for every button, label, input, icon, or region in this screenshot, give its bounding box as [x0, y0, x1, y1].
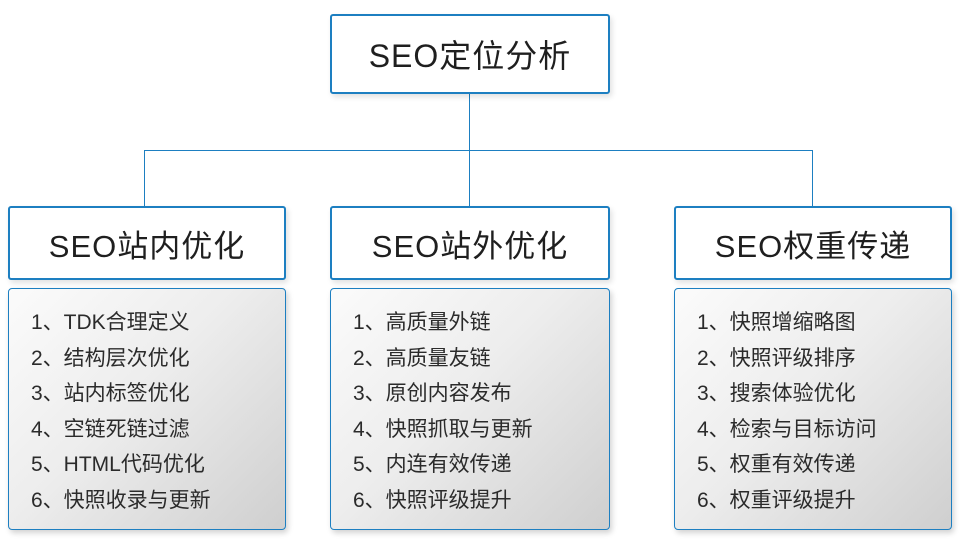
connector-horizontal	[144, 150, 813, 151]
column-weight-title: SEO权重传递	[714, 228, 912, 264]
list-item: 4、检索与目标访问	[697, 417, 877, 441]
list-item: 5、HTML代码优化	[31, 453, 205, 476]
column-offsite-list: 1、高质量外链 2、高质量友链 3、原创内容发布 4、快照抓取与更新 5、内连有…	[330, 288, 610, 530]
list-item: 4、快照抓取与更新	[353, 417, 533, 441]
list-item: 2、结构层次优化	[31, 346, 190, 370]
column-onsite-title: SEO站内优化	[48, 228, 246, 264]
list-item: 5、权重有效传递	[697, 453, 856, 476]
list-item: 6、快照评级提升	[353, 488, 512, 512]
column-offsite-header: SEO站外优化	[330, 206, 610, 280]
list-item: 1、高质量外链	[353, 311, 491, 334]
connector-right-vertical	[812, 150, 813, 206]
root-node-title: SEO定位分析	[368, 38, 572, 74]
column-weight-list: 1、快照增缩略图 2、快照评级排序 3、搜索体验优化 4、检索与目标访问 5、权…	[674, 288, 952, 530]
column-weight-items: 1、快照增缩略图 2、快照评级排序 3、搜索体验优化 4、检索与目标访问 5、权…	[697, 305, 941, 518]
list-item: 6、权重评级提升	[697, 488, 856, 512]
column-onsite-items: 1、TDK合理定义 2、结构层次优化 3、站内标签优化 4、空链死链过滤 5、H…	[31, 305, 275, 518]
column-onsite-list: 1、TDK合理定义 2、结构层次优化 3、站内标签优化 4、空链死链过滤 5、H…	[8, 288, 286, 530]
list-item: 5、内连有效传递	[353, 453, 512, 476]
list-item: 3、站内标签优化	[31, 382, 190, 405]
connector-left-vertical	[144, 150, 145, 206]
list-item: 2、高质量友链	[353, 346, 491, 370]
list-item: 6、快照收录与更新	[31, 488, 211, 512]
list-item: 1、TDK合理定义	[31, 311, 190, 334]
list-item: 3、原创内容发布	[353, 382, 512, 405]
list-item: 2、快照评级排序	[697, 346, 856, 370]
column-offsite-title: SEO站外优化	[371, 228, 569, 264]
column-onsite-header: SEO站内优化	[8, 206, 286, 280]
list-item: 4、空链死链过滤	[31, 417, 190, 441]
list-item: 1、快照增缩略图	[697, 311, 856, 334]
column-offsite-items: 1、高质量外链 2、高质量友链 3、原创内容发布 4、快照抓取与更新 5、内连有…	[353, 305, 599, 518]
root-node: SEO定位分析	[330, 14, 610, 94]
list-item: 3、搜索体验优化	[697, 382, 856, 405]
column-weight-header: SEO权重传递	[674, 206, 952, 280]
